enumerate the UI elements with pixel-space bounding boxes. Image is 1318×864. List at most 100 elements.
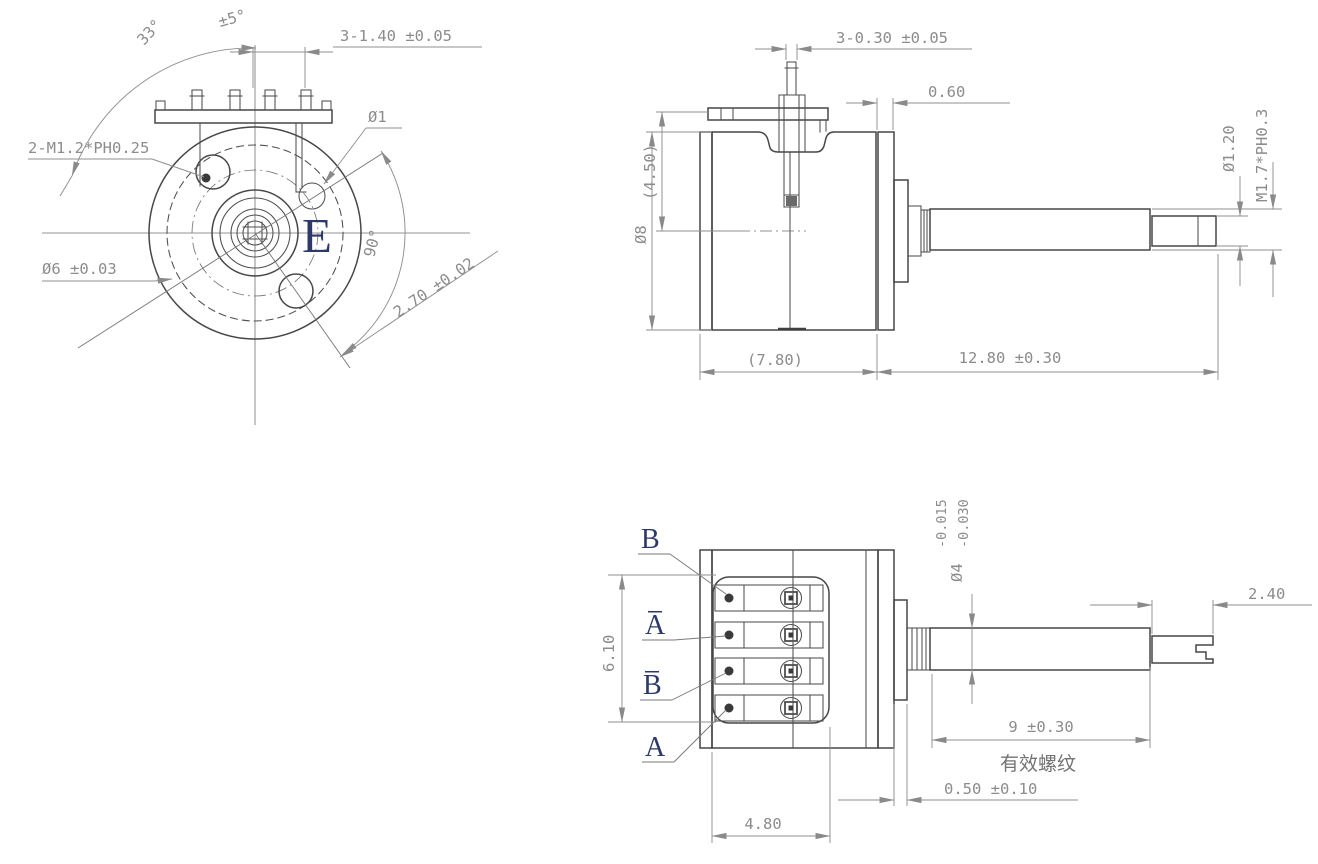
shaft-grooves bbox=[920, 209, 931, 253]
terminal-block bbox=[712, 576, 830, 724]
plate-to-center-text: (4.50) bbox=[641, 144, 659, 200]
terminal-label-a-bar: A̅ bbox=[645, 610, 666, 641]
terminal-row bbox=[714, 657, 824, 685]
thread-note-text: 有效螺纹 bbox=[1000, 753, 1076, 775]
length-dims: (7.80) 12.80 ±0.30 bbox=[699, 254, 1219, 380]
slot-length-text: 2.40 bbox=[1248, 585, 1285, 603]
screw-hole-lower bbox=[278, 273, 314, 309]
pin-width-dim-text: 3-1.40 ±0.05 bbox=[340, 27, 452, 45]
mount-angle-arc bbox=[71, 44, 257, 177]
mounting-plate-front bbox=[154, 89, 333, 193]
bushing-protrusion-dim: 0.50 ±0.10 bbox=[838, 704, 1078, 806]
terminal-label-a: A bbox=[645, 732, 666, 763]
body-dia-text: Ø8 bbox=[632, 225, 650, 244]
front-view: 90° 2.70 ±0.02 33° ±5° 3-1.40 ±0.05 2-M1… bbox=[28, 6, 499, 425]
terminal-pin bbox=[264, 89, 276, 111]
tip-dia-dim: Ø1.20 bbox=[1216, 125, 1248, 286]
solder-dot bbox=[724, 703, 734, 713]
bushing-step bbox=[907, 205, 922, 257]
boss-circle-outer bbox=[211, 189, 299, 277]
screw-hole-upper bbox=[195, 154, 231, 190]
terminal-pin bbox=[191, 89, 203, 111]
terminal-labels: B A̅ B̅ A bbox=[638, 524, 727, 763]
terminal-eyelet bbox=[779, 623, 803, 647]
angle-90-text: 90° bbox=[360, 227, 385, 259]
shaft-grooves bbox=[906, 627, 931, 671]
terminal-label-b-bar: B̅ bbox=[643, 670, 662, 701]
bushing-protrusion-text: 0.50 ±0.10 bbox=[944, 780, 1037, 798]
terminal-pin bbox=[300, 89, 312, 111]
terminal-row bbox=[714, 621, 824, 649]
shaft bbox=[929, 208, 1151, 251]
shaft-dia-dim: Ø4 -0.015 -0.030 bbox=[934, 499, 976, 704]
bushing bbox=[893, 179, 909, 283]
tip-dia-text: Ø1.20 bbox=[1220, 125, 1238, 172]
endcap-dim: 0.60 bbox=[846, 83, 1010, 130]
terminal-view: B A̅ B̅ A 6.10 bbox=[600, 499, 1312, 843]
bearing-circle bbox=[230, 208, 280, 258]
shaft-slot-hatch bbox=[242, 221, 268, 245]
terminal-block-width-dim: 4.80 bbox=[711, 727, 831, 843]
motor-body-side bbox=[711, 131, 877, 331]
mount-angle-text: 33° bbox=[134, 16, 166, 49]
plate-to-center-dim: (4.50) bbox=[641, 111, 742, 232]
shaft-length-text: 12.80 ±0.30 bbox=[959, 349, 1062, 367]
shaft-circle bbox=[236, 214, 274, 252]
solder-dot bbox=[724, 630, 734, 640]
shaft-tip-with-slot bbox=[1151, 635, 1214, 664]
solder-dot bbox=[724, 593, 734, 603]
mount-angle-tol-text: ±5° bbox=[216, 6, 248, 31]
terminal-row bbox=[714, 584, 824, 612]
slot-length-dim: 2.40 bbox=[1090, 585, 1312, 634]
thread-spec-dim: M1.7*PH0.3 bbox=[1152, 109, 1282, 297]
shaft-dia-text: Ø4 bbox=[948, 563, 966, 582]
terminal-eyelet bbox=[779, 659, 803, 683]
holes-spacing-dim-text: 2.70 ±0.02 bbox=[390, 254, 477, 321]
construction-line-upper bbox=[77, 152, 384, 349]
terminal-label-b: B bbox=[641, 524, 660, 555]
screw-spec-text: 2-M1.2*PH0.25 bbox=[28, 139, 149, 157]
pin-thickness-dim: 3-0.30 ±0.05 bbox=[755, 29, 972, 60]
body-length-text: (7.80) bbox=[747, 351, 803, 369]
solder-dot bbox=[724, 666, 734, 676]
shaft-slot-circle bbox=[242, 220, 268, 246]
shaft bbox=[929, 627, 1151, 671]
boss-dia-callout: Ø6 ±0.03 bbox=[42, 260, 173, 284]
terminal-rows bbox=[714, 584, 824, 722]
pilot-hole-dia-text: Ø1 bbox=[368, 108, 387, 126]
thread-spec-text: M1.7*PH0.3 bbox=[1253, 109, 1271, 202]
pin-thickness-dim-text: 3-0.30 ±0.05 bbox=[836, 29, 948, 47]
endcap-dim-text: 0.60 bbox=[928, 83, 965, 101]
pilot-hole-callout: Ø1 bbox=[323, 108, 402, 185]
terminal-eyelet bbox=[779, 696, 803, 720]
terminal-span-text: 6.10 bbox=[600, 635, 618, 672]
leader-dot bbox=[201, 173, 211, 183]
side-view: 3-0.30 ±0.05 0.60 Ø8 (4.50) bbox=[632, 29, 1282, 380]
angle-90-arc bbox=[342, 150, 406, 355]
construction-line-lower bbox=[254, 232, 351, 369]
section-label-e: E bbox=[302, 208, 332, 263]
shaft-dia-tol-upper-text: -0.015 bbox=[934, 499, 950, 548]
screw-spec-callout: 2-M1.2*PH0.25 bbox=[28, 139, 205, 178]
terminal-block-side bbox=[778, 61, 806, 208]
body-dia-dim: Ø8 bbox=[632, 131, 712, 331]
shaft-dia-tol-lower-text: -0.030 bbox=[956, 499, 972, 548]
bushing bbox=[893, 599, 908, 701]
terminal-row bbox=[714, 694, 824, 722]
motor-body-side bbox=[711, 549, 879, 749]
terminal-block-width-text: 4.80 bbox=[744, 815, 781, 833]
pilot-hole bbox=[298, 182, 326, 210]
terminal-span-dim: 6.10 bbox=[600, 574, 716, 723]
terminal-eyelet bbox=[779, 586, 803, 610]
pin-width-dim: 3-1.40 ±0.05 bbox=[230, 27, 482, 88]
thread-length-dim: 9 ±0.30 有效螺纹 bbox=[931, 667, 1151, 775]
mounting-plate-side bbox=[707, 107, 829, 133]
end-cap bbox=[877, 549, 895, 749]
end-cap bbox=[877, 131, 895, 331]
holes-spacing-dim-line bbox=[339, 250, 499, 358]
boss-circle-inner bbox=[219, 197, 291, 269]
thread-length-text: 9 ±0.30 bbox=[1008, 718, 1073, 736]
shaft-tip bbox=[1151, 215, 1217, 247]
terminal-pin bbox=[229, 89, 241, 111]
